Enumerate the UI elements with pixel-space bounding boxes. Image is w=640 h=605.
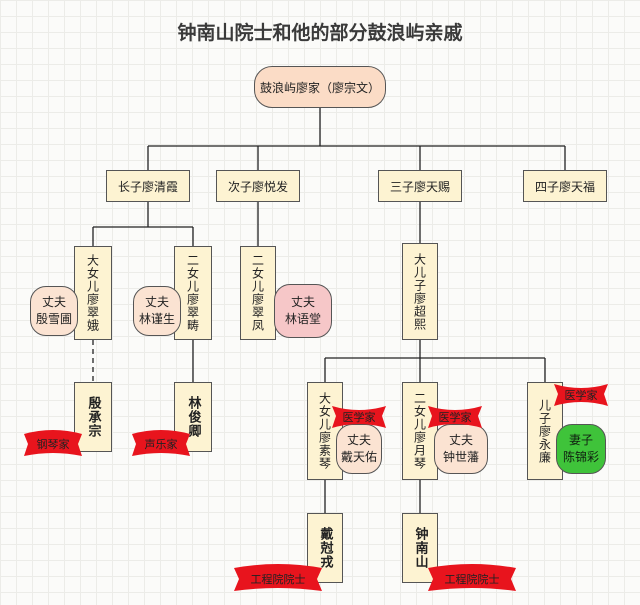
- badge-label: 医学家: [564, 389, 598, 402]
- spouse-label: 丈夫 林语堂: [284, 295, 321, 326]
- son-node-3: 三子廖天赐: [378, 170, 462, 202]
- spouse-label: 丈夫 林谨生: [138, 295, 175, 326]
- descendant-node-zhong-nan-shan: 钟南山: [402, 513, 438, 583]
- spouse-label: 丈夫 钟世藩: [442, 433, 479, 464]
- ribbon-shape: [428, 406, 482, 428]
- ribbon-shape: [332, 406, 386, 428]
- badge-label: 医学家: [438, 411, 472, 424]
- spouse-node-zhong-shi-fan: 丈夫 钟世藩: [434, 424, 488, 474]
- son-node-2: 次子廖悦发: [216, 170, 300, 202]
- spouse-label: 丈夫 戴天佑: [340, 433, 377, 464]
- badge-label: 工程院院士: [250, 573, 306, 586]
- spouse-label: 妻子 陈锦彩: [562, 433, 599, 464]
- badge-academician-2: 工程院院士: [426, 564, 518, 594]
- badge-label: 声乐家: [144, 438, 178, 451]
- root-node-liao-family: 鼓浪屿廖家（廖宗文）: [254, 66, 386, 108]
- child-node-lin-jun-qing: 林俊卿: [174, 382, 212, 452]
- badge-academician-1: 工程院院士: [232, 564, 324, 594]
- daughter-node-cui-e: 大女儿廖翠娥: [74, 246, 112, 340]
- child-node-yin-cheng-zong: 殷承宗: [74, 382, 112, 452]
- son-node-1: 长子廖清霞: [106, 170, 190, 202]
- badge-label: 工程院院士: [444, 573, 500, 586]
- spouse-node-yin-xue-pu: 丈夫 殷雪圃: [30, 286, 78, 336]
- ribbon-shape: [24, 430, 82, 456]
- ribbon-shape: [554, 384, 608, 406]
- grandchild-node-yue-qin: 二女儿廖月琴: [402, 382, 438, 480]
- son-node-4: 四子廖天福: [523, 170, 607, 202]
- spouse-node-lin-jin-sheng: 丈夫 林谨生: [133, 286, 181, 336]
- badge-vocalist: 声乐家: [130, 430, 192, 458]
- badge-label: 钢琴家: [36, 438, 70, 451]
- badge-physician-3: 医学家: [552, 382, 610, 408]
- spouse-label: 丈夫 殷雪圃: [35, 295, 72, 326]
- badge-physician-2: 医学家: [426, 404, 484, 430]
- daughter-node-cui-feng: 二女儿廖翠凤: [240, 246, 276, 340]
- ribbon-shape: [234, 564, 322, 591]
- spouse-node-dai-tian-you: 丈夫 戴天佑: [336, 424, 382, 474]
- spouse-node-lin-yu-tang: 丈夫 林语堂: [274, 284, 332, 338]
- ribbon-shape: [428, 564, 516, 591]
- ribbon-shape: [132, 430, 190, 456]
- badge-label: 医学家: [342, 411, 376, 424]
- page-title: 钟南山院士和他的部分鼓浪屿亲戚: [177, 22, 463, 44]
- spouse-node-chen-jin-cai: 妻子 陈锦彩: [556, 424, 606, 474]
- badge-pianist: 钢琴家: [22, 430, 84, 458]
- badge-physician-1: 医学家: [330, 404, 388, 430]
- son-node-chao-xi: 大儿子廖超熙: [402, 243, 438, 340]
